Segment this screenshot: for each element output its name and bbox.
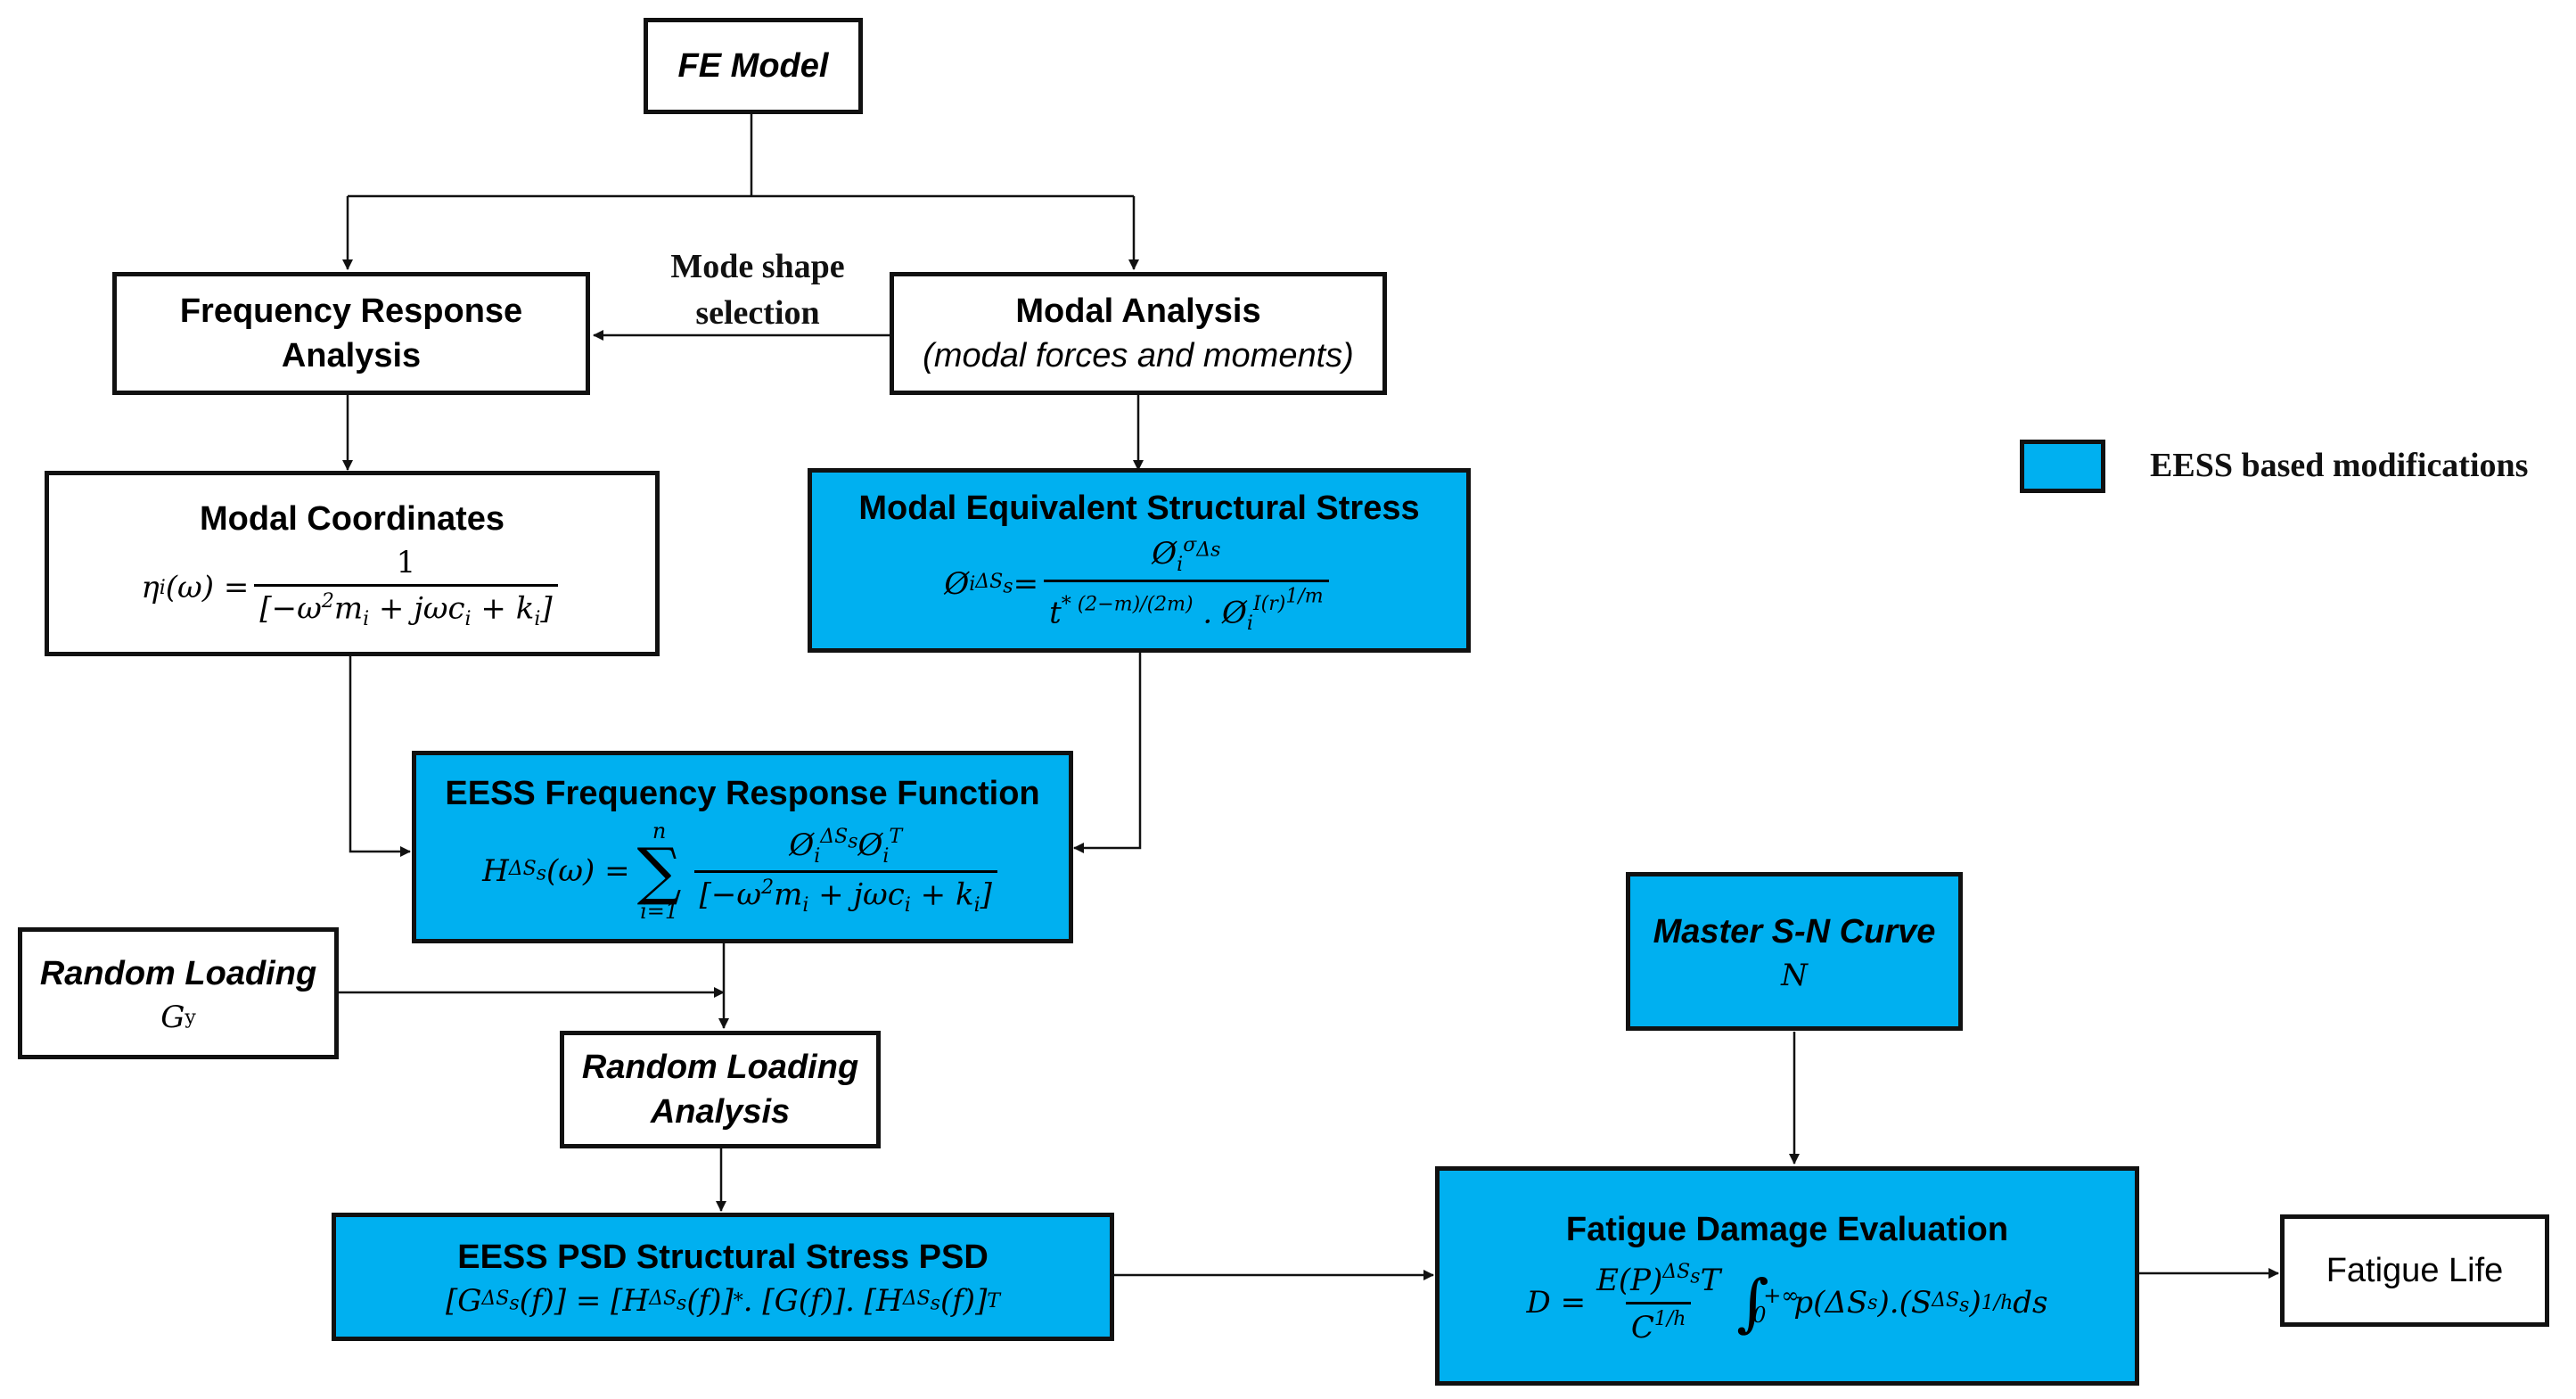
- fatigue-damage-title: Fatigue Damage Evaluation: [1565, 1210, 2009, 1248]
- random-loading-analysis-node: Random Loading Analysis: [560, 1031, 881, 1148]
- frequency-response-title-2: Analysis: [281, 337, 422, 374]
- master-sn-node: Master S-N Curve N: [1626, 872, 1963, 1031]
- fatigue-life-node: Fatigue Life: [2280, 1214, 2549, 1327]
- fe-model-title: FE Model: [677, 47, 829, 85]
- frequency-response-title-1: Frequency Response: [179, 292, 523, 330]
- modal-analysis-subtitle: (modal forces and moments): [923, 337, 1354, 374]
- modal-analysis-title: Modal Analysis: [1015, 292, 1261, 330]
- modal-coordinates-title: Modal Coordinates: [199, 499, 505, 538]
- random-loading-analysis-title-1: Random Loading: [581, 1049, 859, 1086]
- edge-modal-coordinates-to-eess-frf: [349, 655, 411, 857]
- random-loading-analysis-title-2: Analysis: [650, 1093, 791, 1131]
- legend-swatch: [2020, 440, 2105, 493]
- fe-model-node: FE Model: [644, 18, 863, 114]
- master-sn-symbol: N: [1781, 958, 1808, 993]
- modal-eess-title: Modal Equivalent Structural Stress: [858, 490, 1420, 528]
- edge-modal-eess-to-eess-frf: [1073, 653, 1142, 853]
- eess-psd-title: EESS PSD Structural Stress PSD: [457, 1239, 989, 1276]
- random-loading-title: Random Loading: [39, 955, 317, 992]
- edge-fe-to-frequency-response: [348, 194, 1134, 269]
- modal-analysis-node: Modal Analysis (modal forces and moments…: [890, 272, 1387, 395]
- master-sn-title: Master S-N Curve: [1653, 913, 1936, 950]
- frequency-response-node: Frequency Response Analysis: [112, 272, 590, 395]
- eess-frf-title: EESS Frequency Response Function: [445, 775, 1040, 812]
- fatigue-life-title: Fatigue Life: [2326, 1251, 2504, 1289]
- legend-label: EESS based modifications: [2150, 447, 2529, 484]
- mode-shape-selection-label: Mode shape selection: [670, 248, 845, 332]
